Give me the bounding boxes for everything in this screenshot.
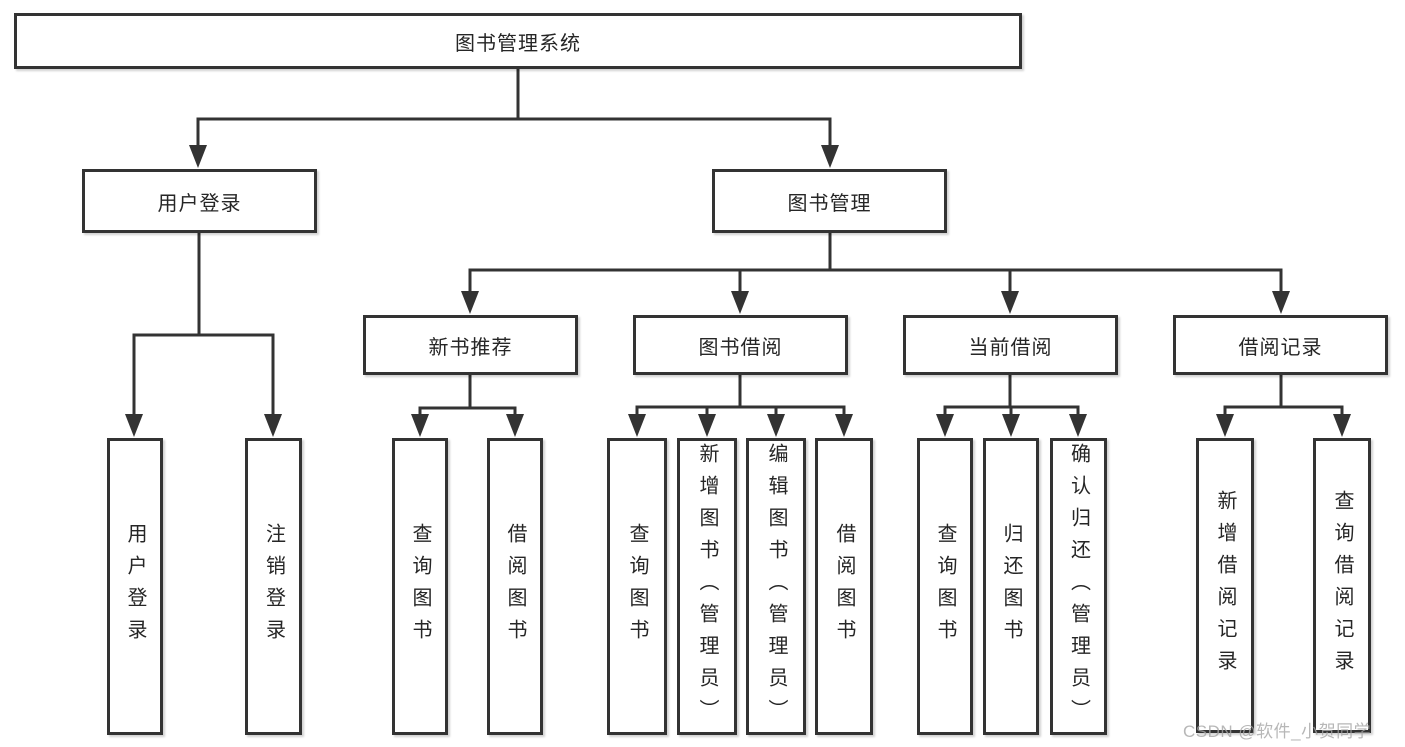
node-leaf-user-login: 用户登录: [107, 438, 163, 735]
node-label: 新增图书（管理员）: [696, 442, 718, 731]
node-label: 图书管理系统: [455, 32, 581, 55]
node-book-management: 图书管理: [712, 169, 947, 233]
node-new-book-recommend: 新书推荐: [363, 315, 578, 375]
node-label: 编辑图书（管理员）: [765, 442, 787, 731]
edge-current-borrowing-children: [936, 375, 1087, 437]
node-label: 查询图书: [409, 522, 431, 651]
node-label: 用户登录: [124, 522, 146, 651]
node-label: 当前借阅: [968, 336, 1053, 359]
node-label: 查询图书: [934, 522, 956, 651]
edge-book-management-level3: [461, 233, 1290, 314]
node-label: 归还图书: [1000, 522, 1022, 651]
node-current-borrowing: 当前借阅: [903, 315, 1118, 375]
node-leaf-borrow-book-2: 借阅图书: [815, 438, 873, 735]
edge-book-borrowing-children: [628, 375, 853, 437]
node-label: 借阅图书: [833, 522, 855, 651]
node-leaf-query-borrow-record: 查询借阅记录: [1313, 438, 1371, 733]
node-label: 用户登录: [157, 192, 242, 215]
node-user-login: 用户登录: [82, 169, 317, 233]
node-label: 新增借阅记录: [1214, 489, 1236, 682]
node-leaf-query-book-2: 查询图书: [607, 438, 667, 735]
node-leaf-query-book-1: 查询图书: [392, 438, 448, 735]
node-leaf-return-book: 归还图书: [983, 438, 1039, 735]
node-book-borrowing: 图书借阅: [633, 315, 848, 375]
edge-root-to-level2: [189, 69, 839, 168]
edge-user-login-children: [125, 233, 282, 437]
node-label: 借阅图书: [504, 522, 526, 651]
node-label: 图书管理: [787, 192, 872, 215]
node-leaf-confirm-return-admin: 确认归还（管理员）: [1050, 438, 1107, 735]
node-leaf-add-borrow-record: 新增借阅记录: [1196, 438, 1254, 733]
node-leaf-add-book-admin: 新增图书（管理员）: [677, 438, 737, 735]
csdn-watermark: CSDN @软件_小贺同学: [1183, 722, 1372, 741]
node-leaf-borrow-book-1: 借阅图书: [487, 438, 543, 735]
node-label: 注销登录: [262, 522, 285, 651]
node-book-management-system: 图书管理系统: [14, 13, 1022, 69]
node-label: 查询借阅记录: [1331, 489, 1353, 682]
node-label: 查询图书: [626, 522, 648, 651]
node-label: 图书借阅: [698, 336, 783, 359]
edge-new-book-recommend-children: [411, 375, 524, 437]
node-leaf-query-book-3: 查询图书: [917, 438, 973, 735]
node-label: 借阅记录: [1238, 336, 1323, 359]
node-label: 新书推荐: [428, 336, 513, 359]
node-leaf-edit-book-admin: 编辑图书（管理员）: [746, 438, 806, 735]
edge-borrowing-records-children: [1216, 375, 1351, 437]
node-leaf-logout: 注销登录: [245, 438, 302, 735]
node-borrowing-records: 借阅记录: [1173, 315, 1388, 375]
node-label: 确认归还（管理员）: [1067, 442, 1090, 731]
